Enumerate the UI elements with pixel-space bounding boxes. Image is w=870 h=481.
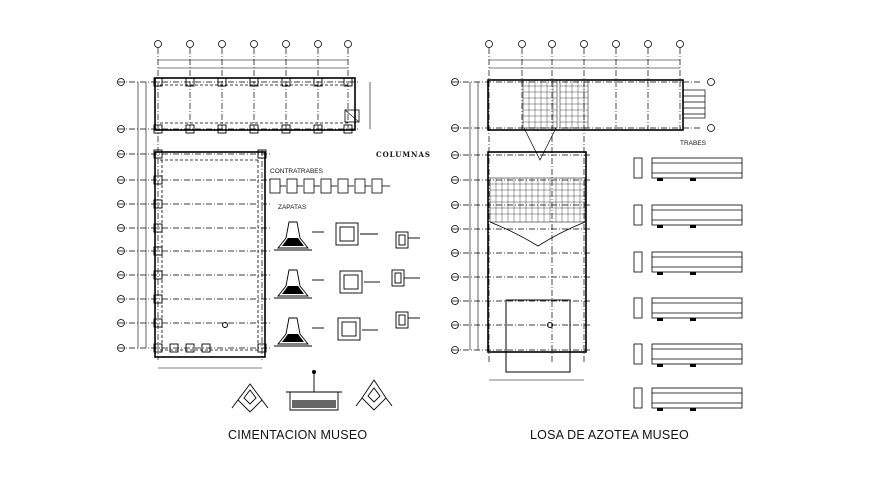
solid-marks <box>282 178 696 411</box>
contratrabes-details <box>269 178 390 194</box>
right-plan-title: LOSA DE AZOTEA MUSEO <box>530 428 689 442</box>
left-foundation-plan <box>117 40 371 369</box>
columnas-label: COLUMNAS <box>376 150 431 159</box>
isometric-details <box>231 374 393 413</box>
left-plan-title: CIMENTACION MUSEO <box>228 428 368 442</box>
roof-hatching <box>489 80 588 247</box>
zapatas-details <box>274 221 420 347</box>
contratrabes-label: CONTRATRABES <box>270 168 323 175</box>
trabes-label: TRABES <box>680 140 707 147</box>
zapatas-label: ZAPATAS <box>278 204 307 211</box>
trabes-details <box>633 157 743 409</box>
